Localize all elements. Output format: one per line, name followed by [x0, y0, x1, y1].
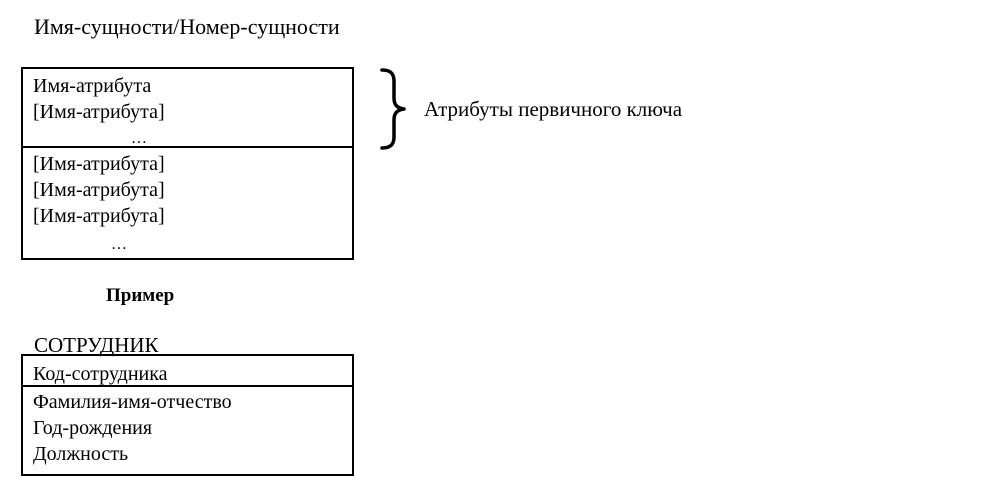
- key-attribute: Имя-атрибута: [33, 75, 152, 97]
- example-primary-key-divider: [23, 385, 352, 387]
- primary-key-label: Атрибуты первичного ключа: [424, 97, 683, 121]
- example-entity-title: СОТРУДНИК: [34, 333, 159, 357]
- example-non-key-attribute: Фамилия-имя-отчество: [33, 391, 232, 413]
- example-non-key-attribute: Год-рождения: [33, 417, 153, 439]
- non-key-attribute: [Имя-атрибута]: [33, 205, 165, 227]
- non-key-attribute: [Имя-атрибута]: [33, 153, 165, 175]
- example-key-attribute: Код-сотрудника: [33, 363, 168, 385]
- non-key-attributes-ellipsis: …: [111, 236, 128, 253]
- example-heading: Пример: [106, 285, 175, 306]
- non-key-attribute: [Имя-атрибута]: [33, 179, 165, 201]
- key-attributes-ellipsis: …: [131, 130, 148, 147]
- key-attribute: [Имя-атрибута]: [33, 101, 165, 123]
- primary-key-divider: [23, 146, 352, 148]
- entity-title: Имя-сущности/Номер-сущности: [34, 14, 340, 39]
- example-non-key-attribute: Должность: [33, 443, 129, 465]
- example-entity-box: Код-сотрудника Фамилия-имя-отчество Год-…: [21, 354, 354, 476]
- curly-brace-icon: [380, 68, 406, 150]
- entity-box: Имя-атрибута [Имя-атрибута] … [Имя-атриб…: [21, 67, 354, 260]
